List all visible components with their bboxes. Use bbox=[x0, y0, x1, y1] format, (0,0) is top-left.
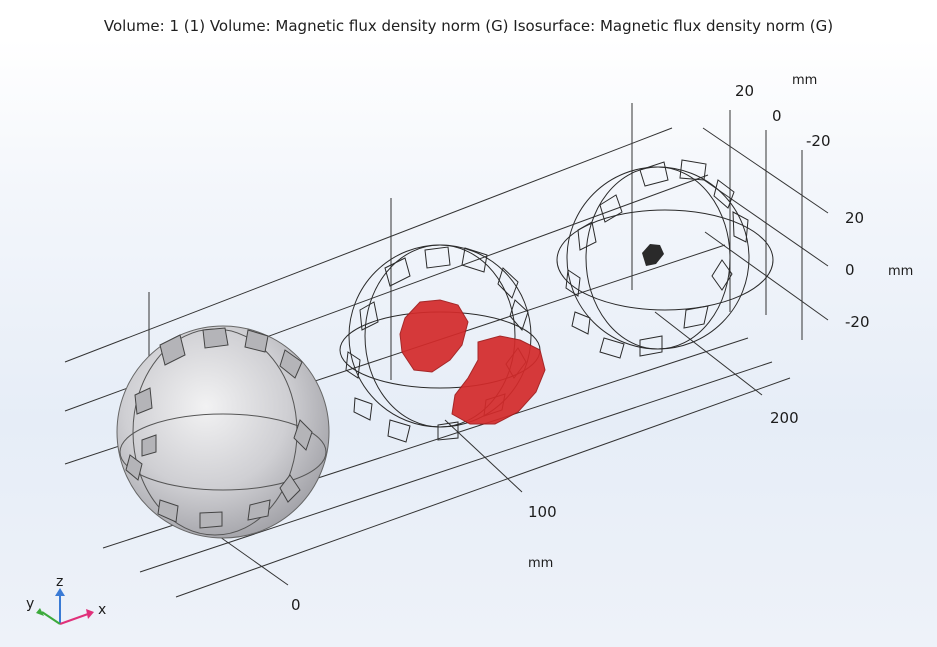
magnet-array-wireframe-right bbox=[556, 159, 774, 359]
axis-labels: 20 0 -20 mm 20 0 -20 mm 0 100 200 mm bbox=[291, 73, 913, 614]
triad-z-label: z bbox=[56, 574, 63, 590]
y-tick-2: 0 bbox=[845, 261, 855, 279]
x-tick-1: 0 bbox=[291, 596, 301, 614]
plot-title: Volume: 1 (1) Volume: Magnetic flux dens… bbox=[103, 17, 834, 35]
magnet-array-solid bbox=[116, 325, 330, 539]
y-unit: mm bbox=[888, 264, 913, 279]
isosurface-blobs bbox=[399, 299, 546, 425]
triad-y-label: y bbox=[26, 596, 34, 612]
isosurface-small bbox=[642, 244, 664, 266]
z-tick-3: -20 bbox=[806, 132, 831, 150]
grid-lines bbox=[64, 103, 829, 598]
x-tick-3: 200 bbox=[770, 409, 799, 427]
x-unit: mm bbox=[528, 556, 553, 571]
z-tick-2: 0 bbox=[772, 107, 782, 125]
axis-triad: z x y bbox=[26, 574, 106, 625]
z-unit: mm bbox=[792, 73, 817, 88]
y-tick-3: -20 bbox=[845, 313, 870, 331]
triad-x-label: x bbox=[98, 602, 106, 618]
x-tick-2: 100 bbox=[528, 503, 557, 521]
z-tick-1: 20 bbox=[735, 82, 754, 100]
y-tick-1: 20 bbox=[845, 209, 864, 227]
